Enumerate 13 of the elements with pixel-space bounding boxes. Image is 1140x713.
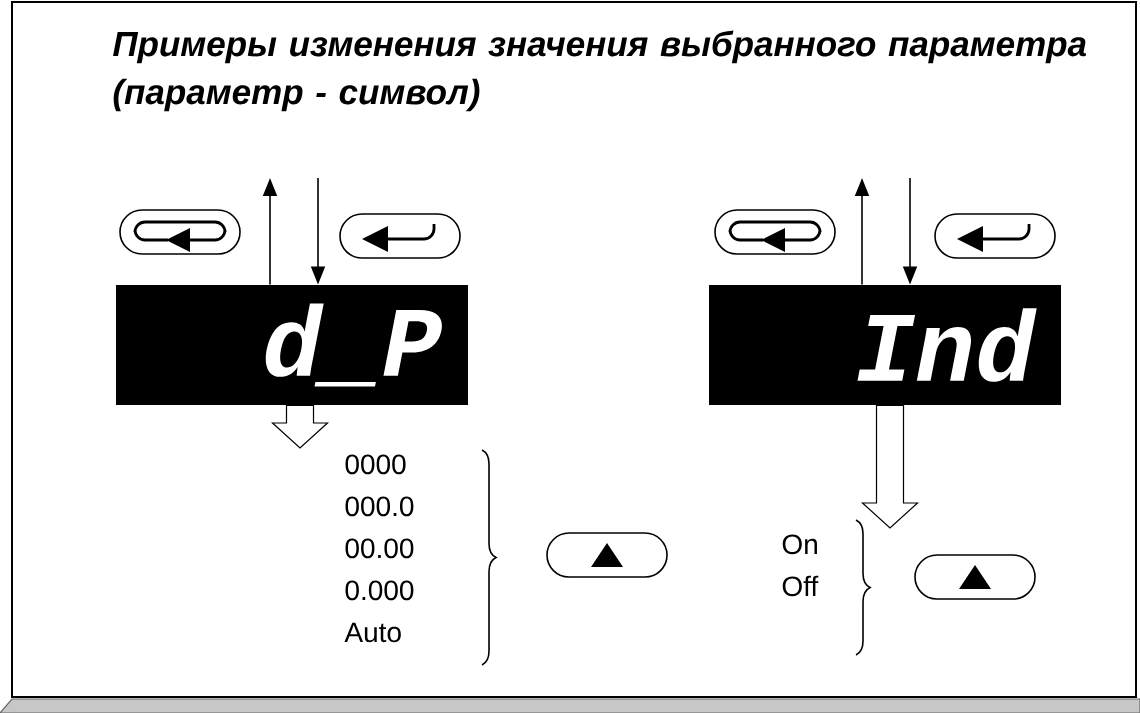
option-list: 0000 000.0 00.00 0.000 Auto [344, 454, 414, 643]
display: Ind [709, 285, 1061, 405]
hollow-arrow [860, 404, 920, 529]
display: d_P [116, 285, 468, 405]
button [119, 209, 241, 255]
button [339, 213, 461, 259]
title: Примеры изменения значения выбранного параметра (параметр - символ) [113, 30, 1087, 112]
button [934, 213, 1056, 259]
hollow-arrow [270, 404, 330, 449]
option-list: On Off [782, 534, 819, 597]
button [914, 554, 1036, 600]
button [546, 532, 668, 578]
button [714, 209, 836, 255]
